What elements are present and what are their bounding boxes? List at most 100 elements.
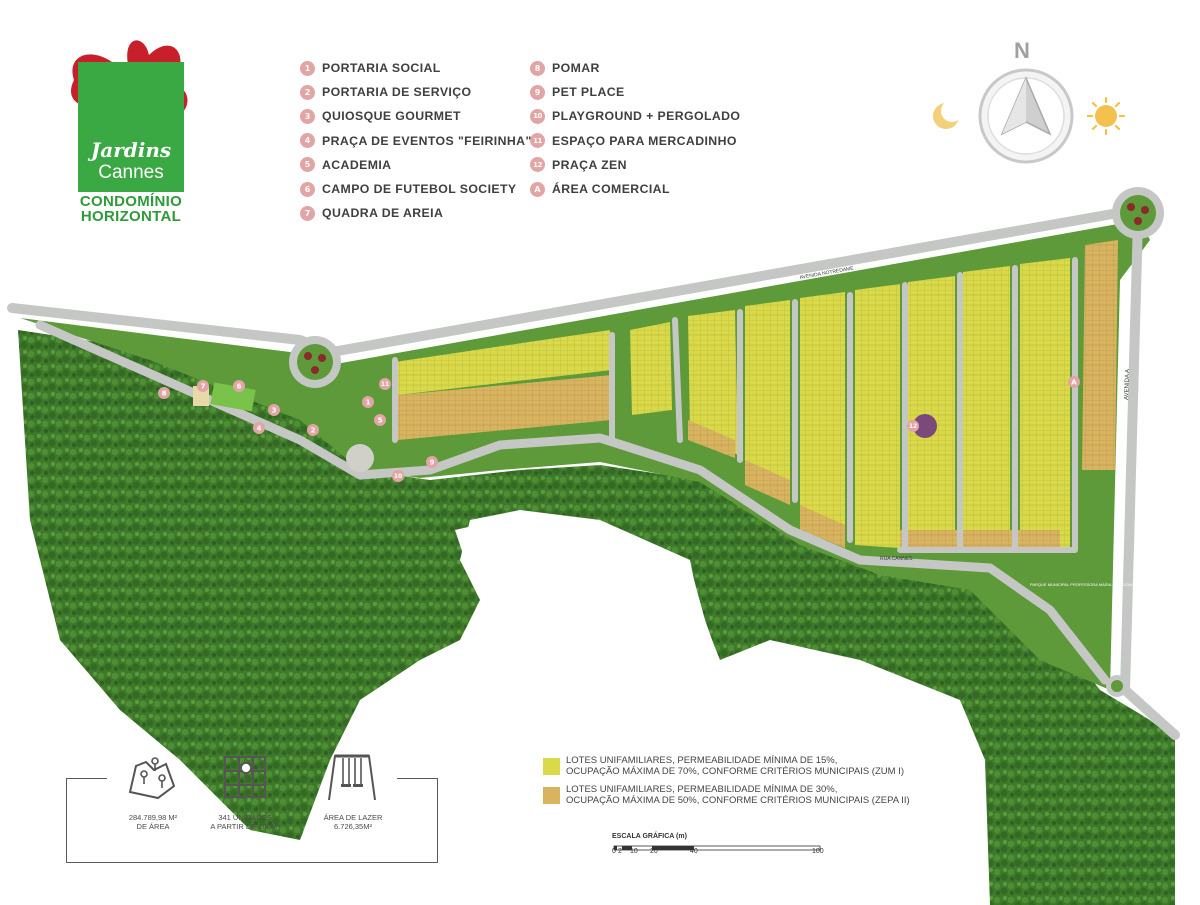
legend-item: 2 PORTARIA DE SERVIÇO — [300, 80, 532, 104]
legend-label: QUIOSQUE GOURMET — [322, 109, 461, 124]
zen-square — [913, 414, 937, 438]
legend-item: 10 PLAYGROUND + PERGOLADO — [530, 104, 740, 128]
legend-marker: 5 — [300, 157, 315, 173]
stat-leisure: ÁREA DE LAZER 6.726,35M² — [323, 813, 383, 831]
lots-grid-icon — [224, 756, 266, 798]
swatch-zepa — [543, 786, 560, 804]
label-parque-municipal: PARQUE MUNICIPAL PROFESSORA MARIA ILCA G… — [1030, 582, 1147, 587]
compass-icon — [978, 68, 1074, 164]
area-map-icon — [128, 757, 176, 800]
lots-zum-block-2 — [630, 322, 672, 415]
label-avenida-a: AVENIDA A — [1124, 369, 1131, 400]
legend-label: PRAÇA ZEN — [552, 157, 627, 172]
lots-zum-block-5 — [800, 292, 845, 530]
legend-marker: 6 — [300, 181, 315, 197]
sports-court — [210, 382, 256, 412]
lots-zum-block-3 — [688, 310, 738, 455]
lots-zepa-block-4 — [800, 505, 845, 548]
road-rua-cannes — [35, 320, 1110, 685]
svg-text:11: 11 — [381, 381, 389, 388]
legend-label: PRAÇA DE EVENTOS "FEIRINHA" — [322, 133, 532, 148]
legend-label: CAMPO DE FUTEBOL SOCIETY — [322, 182, 517, 197]
lots-zum-block-9 — [1020, 258, 1070, 548]
legend-label: ÁREA COMERCIAL — [552, 182, 670, 197]
legend-item: 12 PRAÇA ZEN — [530, 153, 740, 177]
legend-marker: 3 — [300, 108, 315, 124]
svg-text:6: 6 — [237, 383, 242, 391]
scale-tick: 100 — [812, 848, 824, 855]
map-markers: 1 2 3 4 5 6 7 8 9 10 11 12 A — [158, 376, 1080, 482]
lots-zum-block-6 — [855, 284, 900, 548]
legend-label: POMAR — [552, 61, 600, 76]
logo-word-jardins: Jardins — [90, 138, 172, 162]
svg-text:10: 10 — [394, 473, 402, 480]
north-label: N — [1014, 38, 1030, 63]
scale-bar — [613, 845, 821, 851]
legend-marker: 10 — [530, 108, 545, 124]
logo-subtitle: CONDOMÍNIO HORIZONTAL — [79, 193, 183, 225]
forest-area-west — [18, 330, 1175, 905]
legend-item: 6 CAMPO DE FUTEBOL SOCIETY — [300, 177, 532, 201]
legend-label: ESPAÇO PARA MERCADINHO — [552, 133, 737, 148]
legend-label: PET PLACE — [552, 85, 625, 100]
lots-zepa-block-3 — [745, 460, 790, 505]
stat-units: 341 UNIDADES A PARTIR DE 200M² — [210, 813, 280, 831]
legend-marker: 2 — [300, 84, 315, 100]
scale-tick: 10 — [630, 848, 638, 855]
zoning-zepa: LOTES UNIFAMILIARES, PERMEABILIDADE MÍNI… — [543, 784, 910, 806]
legend-item: A ÁREA COMERCIAL — [530, 177, 740, 201]
svg-text:2: 2 — [311, 427, 316, 435]
road-internal — [392, 257, 1078, 553]
legend-item: 4 PRAÇA DE EVENTOS "FEIRINHA" — [300, 129, 532, 153]
lots-commercial — [1082, 240, 1118, 470]
legend-marker: 9 — [530, 84, 545, 100]
legend-item: 11 ESPAÇO PARA MERCADINHO — [530, 129, 740, 153]
lots-zepa-block-5 — [900, 530, 1060, 552]
lots-zum-block-1 — [395, 330, 612, 395]
scale-legend: ESCALA GRÁFICA (m) 0 2 10 20 40 100 — [612, 833, 832, 873]
legend-label: QUADRA DE AREIA — [322, 206, 444, 221]
svg-text:A: A — [1071, 379, 1077, 387]
lots-zepa-block-1 — [398, 375, 612, 440]
swatch-zum — [543, 757, 560, 775]
legend-marker: 4 — [300, 133, 315, 149]
scale-tick: 2 — [618, 848, 622, 855]
lots-zum-block-7 — [908, 276, 955, 548]
svg-text:7: 7 — [201, 383, 206, 391]
road-avenida-a — [1120, 213, 1180, 740]
stats-box — [66, 778, 438, 863]
scale-tick: 20 — [650, 848, 658, 855]
legend-item: 3 QUIOSQUE GOURMET — [300, 104, 532, 128]
legend-label: PORTARIA DE SERVIÇO — [322, 85, 472, 100]
legend-marker: 11 — [530, 133, 545, 149]
svg-text:12: 12 — [909, 423, 917, 430]
compass-rose: N — [930, 38, 1130, 168]
leisure-plaza — [346, 444, 374, 472]
scale-title: ESCALA GRÁFICA (m) — [612, 833, 687, 840]
legend-label: PLAYGROUND + PERGOLADO — [552, 109, 741, 124]
stat-area: 284.789,98 M² DE ÁREA — [128, 813, 178, 831]
svg-text:1: 1 — [366, 399, 371, 407]
logo-badge — [78, 62, 184, 192]
moon-icon — [933, 100, 963, 129]
lots-zum-block-4 — [745, 300, 790, 485]
svg-text:9: 9 — [430, 459, 435, 467]
legend-item: 7 QUADRA DE AREIA — [300, 201, 532, 225]
legend-label: PORTARIA SOCIAL — [322, 61, 441, 76]
zoning-zum: LOTES UNIFAMILIARES, PERMEABILIDADE MÍNI… — [543, 755, 904, 777]
legend-marker: A — [530, 181, 545, 197]
label-rua-cannes: RUA CANNES — [880, 556, 913, 562]
scale-tick: 0 — [612, 848, 616, 855]
jardins-cannes-logo: Jardins Cannes CONDOMÍNIO HORIZONTAL — [64, 30, 194, 230]
svg-text:8: 8 — [162, 390, 167, 398]
legend-marker: 8 — [530, 60, 545, 76]
open-land — [455, 515, 722, 680]
svg-text:3: 3 — [272, 407, 277, 415]
legend-marker: 7 — [300, 205, 315, 221]
swing-icon — [328, 754, 376, 801]
legend-marker: 12 — [530, 157, 545, 173]
lots-zepa-block-2 — [688, 420, 735, 458]
